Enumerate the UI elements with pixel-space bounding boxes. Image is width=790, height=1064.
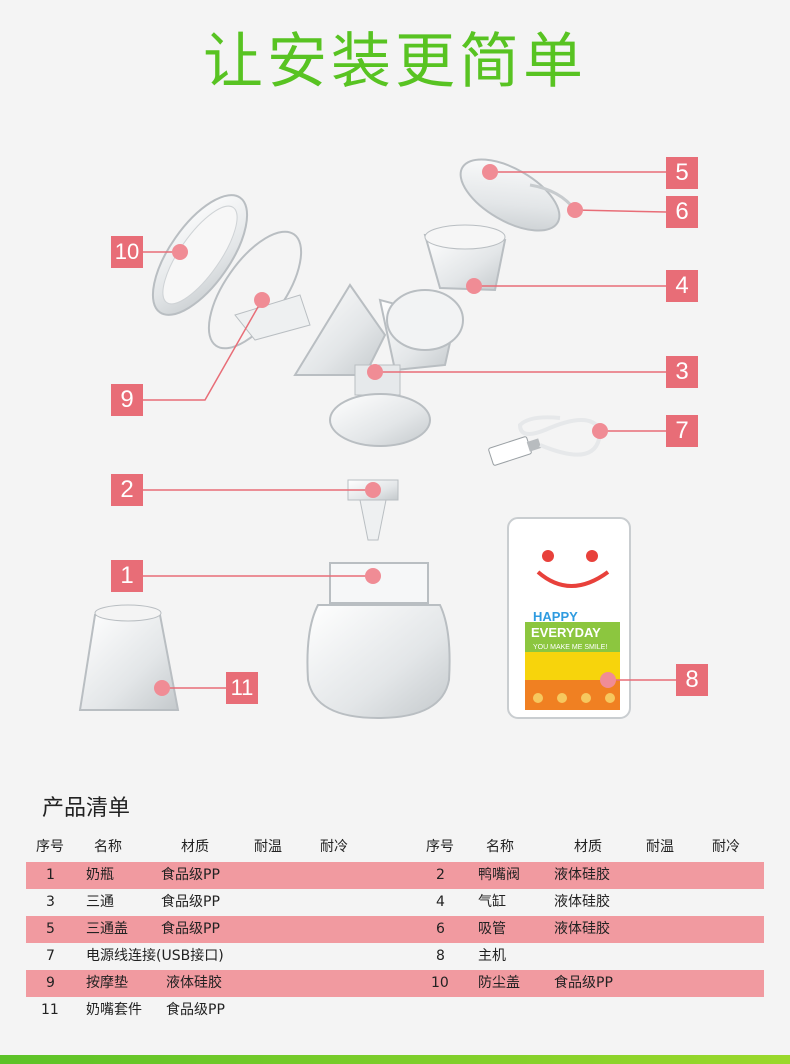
leader-dots xyxy=(154,164,616,696)
cell-material: 液体硅胶 xyxy=(554,894,610,910)
cell-material: 食品级PP xyxy=(161,921,220,937)
cell-index: 6 xyxy=(436,921,445,937)
product-table: 序号 名称 材质 耐温 耐冷 序号 名称 材质 耐温 耐冷 1 奶瓶 食品级PP… xyxy=(26,834,764,1024)
part-cylinder xyxy=(423,224,507,292)
callout-11: 11 xyxy=(226,672,258,704)
callout-8: 8 xyxy=(676,664,708,696)
callout-5: 5 xyxy=(666,157,698,189)
table-row: 3 三通 食品级PP 4 气缸 液体硅胶 xyxy=(26,889,764,916)
header-cell: 材质 xyxy=(574,839,602,855)
page-title: 让安装更简单 xyxy=(203,27,587,97)
cell-name: 防尘盖 xyxy=(478,975,520,991)
cell-name: 三通 xyxy=(86,894,114,910)
callout-3: 3 xyxy=(666,356,698,388)
part-teat-set xyxy=(78,604,180,711)
header-cell: 名称 xyxy=(486,839,514,855)
device-happy-text: HAPPY xyxy=(533,609,578,624)
cell-index: 2 xyxy=(436,867,445,883)
cell-name: 按摩垫 xyxy=(86,975,128,991)
part-tee-body xyxy=(293,283,464,447)
header-cell: 耐温 xyxy=(254,839,282,855)
cell-name: 三通盖 xyxy=(86,921,128,937)
header-cell: 名称 xyxy=(94,839,122,855)
leader-lines xyxy=(143,171,676,689)
cell-material: 液体硅胶 xyxy=(554,921,610,937)
product-list-title: 产品清单 xyxy=(42,796,131,821)
cell-index: 8 xyxy=(436,948,445,964)
header-cell: 耐冷 xyxy=(320,839,348,855)
cell-index: 7 xyxy=(46,948,55,964)
header-cell: 序号 xyxy=(36,839,64,855)
cell-name: 鸭嘴阀 xyxy=(478,867,520,883)
device-slogan-text: YOU MAKE ME SMILE! xyxy=(533,644,607,651)
callout-7: 7 xyxy=(666,415,698,447)
cell-name: 奶嘴套件 xyxy=(86,1002,142,1018)
cell-name: 电源线连接(USB接口) xyxy=(86,948,224,964)
callout-4: 4 xyxy=(666,270,698,302)
footer-bar xyxy=(0,1055,790,1064)
cell-name: 气缸 xyxy=(478,894,506,910)
callout-10: 10 xyxy=(111,236,143,268)
cell-index: 11 xyxy=(41,1002,59,1018)
cell-index: 9 xyxy=(46,975,55,991)
cell-material: 液体硅胶 xyxy=(166,975,222,991)
cell-name: 奶瓶 xyxy=(86,867,114,883)
header-cell: 材质 xyxy=(181,839,209,855)
cell-material: 食品级PP xyxy=(554,975,613,991)
header-cell: 序号 xyxy=(426,839,454,855)
part-main-unit: HAPPY EVERYDAY YOU MAKE ME SMILE! xyxy=(507,517,631,719)
cell-index: 4 xyxy=(436,894,445,910)
header-cell: 耐温 xyxy=(646,839,674,855)
table-row: 11 奶嘴套件 食品级PP xyxy=(26,997,764,1024)
callout-1: 1 xyxy=(111,560,143,592)
table-header-row: 序号 名称 材质 耐温 耐冷 序号 名称 材质 耐温 耐冷 xyxy=(26,834,764,862)
cell-material: 食品级PP xyxy=(161,894,220,910)
part-bottle xyxy=(306,562,451,720)
cell-index: 1 xyxy=(46,867,55,883)
header-cell: 耐冷 xyxy=(712,839,740,855)
part-massage-ring xyxy=(151,194,249,316)
cell-material: 食品级PP xyxy=(161,867,220,883)
cell-index: 5 xyxy=(46,921,55,937)
part-usb-cable xyxy=(488,415,603,466)
callout-6: 6 xyxy=(666,196,698,228)
part-massage-cushion xyxy=(207,230,311,350)
callout-2: 2 xyxy=(111,474,143,506)
table-row: 1 奶瓶 食品级PP 2 鸭嘴阀 液体硅胶 xyxy=(26,862,764,889)
table-row: 5 三通盖 食品级PP 6 吸管 液体硅胶 xyxy=(26,916,764,943)
table-row: 9 按摩垫 液体硅胶 10 防尘盖 食品级PP xyxy=(26,970,764,997)
callout-9: 9 xyxy=(111,384,143,416)
device-everyday-text: EVERYDAY xyxy=(531,625,601,640)
cell-material: 液体硅胶 xyxy=(554,867,610,883)
cell-index: 3 xyxy=(46,894,55,910)
cell-name: 吸管 xyxy=(478,921,506,937)
cell-index: 10 xyxy=(431,975,449,991)
exploded-diagram: HAPPY EVERYDAY YOU MAKE ME SMILE! xyxy=(78,158,676,720)
table-row: 7 电源线连接(USB接口) 8 主机 xyxy=(26,943,764,970)
cell-name: 主机 xyxy=(478,948,506,964)
cell-material: 食品级PP xyxy=(166,1002,225,1018)
